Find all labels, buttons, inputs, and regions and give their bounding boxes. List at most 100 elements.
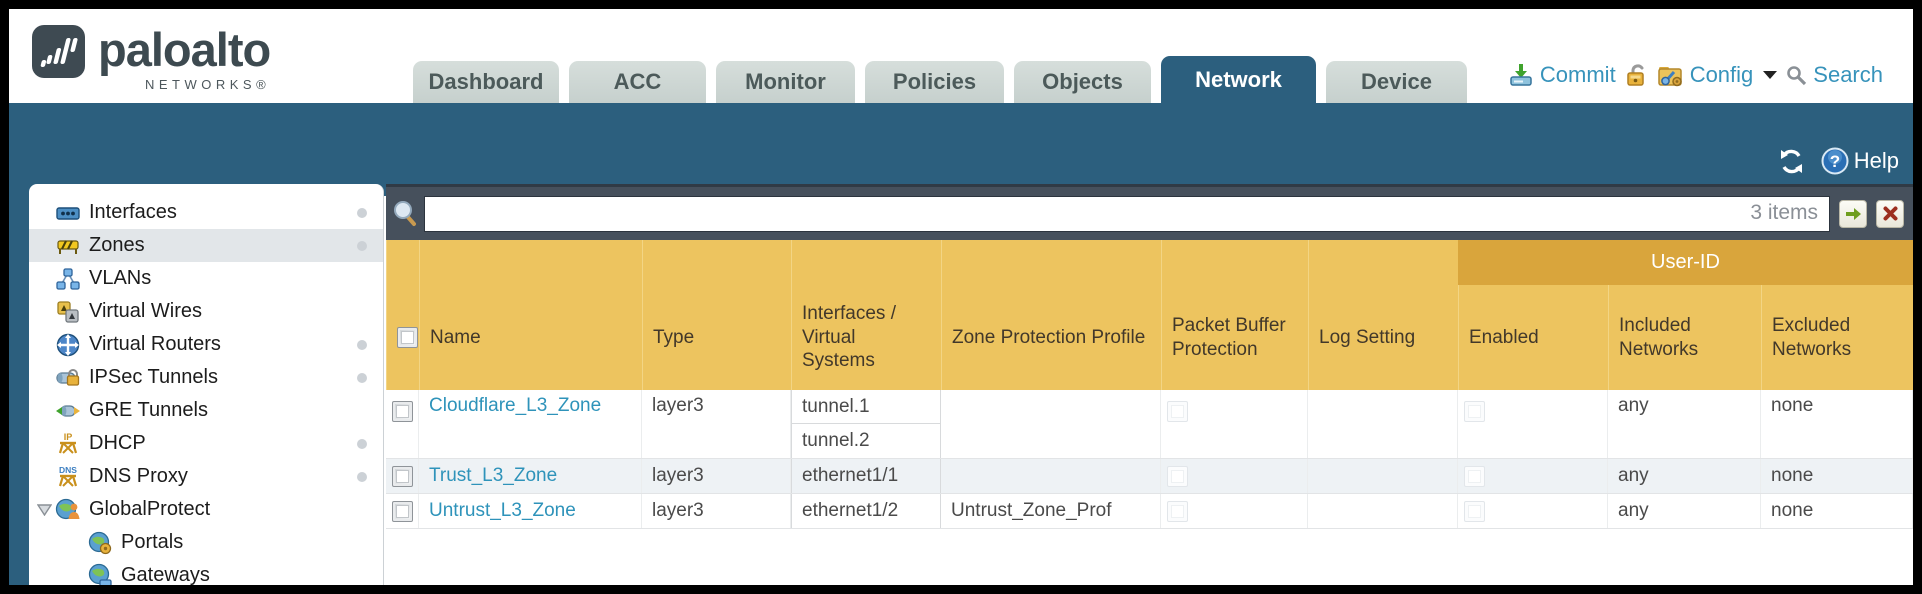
- zones-table-body: Cloudflare_L3_Zone layer3 tunnel.1 tunne…: [386, 390, 1913, 529]
- sidebar-item-gateways[interactable]: Gateways: [29, 559, 383, 585]
- column-header-included-networks[interactable]: Included Networks: [1608, 240, 1761, 390]
- sidebar-item-gre-tunnels[interactable]: GRE Tunnels: [29, 394, 383, 427]
- tab-acc[interactable]: ACC: [569, 61, 706, 103]
- zone-type-cell: layer3: [642, 459, 791, 493]
- tab-dashboard[interactable]: Dashboard: [413, 61, 559, 103]
- included-networks-cell: any: [1608, 494, 1761, 528]
- zone-interfaces-cell: ethernet1/2: [791, 494, 941, 528]
- status-dot: [357, 207, 367, 218]
- select-all-checkbox[interactable]: [397, 327, 418, 348]
- user-id-group-header: User-ID: [1458, 240, 1913, 285]
- excluded-networks-cell: none: [1761, 494, 1913, 528]
- user-id-enabled-checkbox[interactable]: [1464, 465, 1485, 487]
- vlans-icon: [56, 267, 80, 290]
- column-header-excluded-networks[interactable]: Excluded Networks: [1761, 240, 1913, 390]
- apply-filter-button[interactable]: [1839, 199, 1867, 228]
- filter-input[interactable]: [424, 195, 1830, 232]
- tab-network[interactable]: Network: [1161, 56, 1316, 103]
- excluded-networks-cell: none: [1761, 459, 1913, 493]
- select-all-cell: [386, 240, 419, 390]
- user-id-enabled-cell: [1458, 494, 1608, 528]
- log-setting-cell: [1308, 390, 1458, 458]
- row-checkbox[interactable]: [391, 401, 413, 422]
- sidebar-item-globalprotect[interactable]: GlobalProtect: [29, 493, 383, 526]
- refresh-icon[interactable]: [1778, 148, 1805, 175]
- interface-item: ethernet1/1: [802, 465, 899, 486]
- sidebar-item-zones[interactable]: Zones: [29, 229, 383, 262]
- status-dot: [357, 339, 367, 350]
- tab-policies[interactable]: Policies: [865, 61, 1004, 103]
- globalprotect-icon: [55, 498, 80, 519]
- clear-filter-button[interactable]: [1876, 199, 1904, 228]
- row-checkbox[interactable]: [391, 465, 413, 487]
- gateways-icon: [88, 563, 112, 585]
- zone-interfaces-cell: tunnel.1 tunnel.2: [791, 390, 941, 458]
- dns-proxy-icon: DNS: [58, 465, 77, 487]
- search-button[interactable]: Search: [1786, 62, 1883, 88]
- tab-objects[interactable]: Objects: [1014, 61, 1151, 103]
- sidebar-item-ipsec-tunnels[interactable]: IPSec Tunnels: [29, 361, 383, 394]
- expander-icon[interactable]: [33, 503, 55, 516]
- zone-name-link[interactable]: Cloudflare_L3_Zone: [429, 395, 602, 416]
- zone-protection-profile-cell: [941, 459, 1161, 493]
- lock-icon[interactable]: [1625, 62, 1648, 88]
- green-arrow-icon: [1845, 207, 1861, 220]
- user-id-enabled-cell: [1458, 459, 1608, 493]
- search-icon: [1787, 65, 1807, 85]
- network-sidebar: Interfaces Zones: [29, 184, 384, 585]
- sidebar-item-interfaces[interactable]: Interfaces: [29, 196, 383, 229]
- zone-name-link[interactable]: Trust_L3_Zone: [429, 465, 558, 486]
- content-area: Interfaces Zones: [9, 184, 1913, 585]
- packet-buffer-checkbox[interactable]: [1167, 401, 1188, 422]
- packet-buffer-checkbox[interactable]: [1167, 465, 1188, 487]
- column-header-name[interactable]: Name: [419, 240, 642, 390]
- header-actions: Commit Config: [1508, 62, 1883, 88]
- column-header-packet-buffer-protection[interactable]: Packet Buffer Protection: [1161, 240, 1308, 390]
- ipsec-tunnels-icon: [56, 368, 80, 386]
- paloalto-logo-icon: [32, 25, 85, 78]
- brand-subtitle: NETWORKS®: [144, 77, 271, 92]
- row-select-cell: [386, 459, 419, 493]
- included-networks-cell: any: [1608, 390, 1761, 458]
- packet-buffer-checkbox[interactable]: [1167, 500, 1188, 522]
- column-header-type[interactable]: Type: [642, 240, 791, 390]
- commit-label: Commit: [1539, 62, 1616, 87]
- zone-type-cell: layer3: [642, 390, 791, 458]
- zone-protection-profile-cell: [941, 390, 1161, 458]
- gre-tunnels-icon: [56, 404, 80, 417]
- user-id-enabled-checkbox[interactable]: [1464, 401, 1485, 422]
- help-button[interactable]: ? Help: [1821, 147, 1899, 175]
- sidebar-item-virtual-routers[interactable]: Virtual Routers: [29, 328, 383, 361]
- column-header-enabled[interactable]: Enabled: [1458, 240, 1608, 390]
- sidebar-item-vlans[interactable]: VLANs: [29, 262, 383, 295]
- left-gutter: [9, 184, 29, 585]
- user-id-enabled-checkbox[interactable]: [1464, 500, 1485, 522]
- commit-button[interactable]: Commit: [1508, 62, 1616, 88]
- row-select-cell: [386, 494, 419, 528]
- column-header-log-setting[interactable]: Log Setting: [1308, 240, 1458, 390]
- commit-icon: [1510, 64, 1532, 86]
- config-icon: [1657, 66, 1682, 86]
- zone-name-link[interactable]: Untrust_L3_Zone: [429, 500, 576, 521]
- virtual-wires-icon: [57, 300, 79, 323]
- column-header-interfaces[interactable]: Interfaces / Virtual Systems: [791, 240, 941, 390]
- sidebar-item-dns-proxy[interactable]: DNS DNS Proxy: [29, 460, 383, 493]
- status-dot: [357, 471, 367, 482]
- sidebar-item-portals[interactable]: Portals: [29, 526, 383, 559]
- table-row: Untrust_L3_Zone layer3 ethernet1/2 Untru…: [386, 494, 1913, 529]
- zones-table-header: User-ID Name Type Interfaces / Virtual S…: [386, 240, 1913, 390]
- packet-buffer-cell: [1161, 494, 1308, 528]
- column-header-zone-protection-profile[interactable]: Zone Protection Profile: [941, 240, 1161, 390]
- filter-bar: 3 items: [386, 184, 1913, 240]
- tab-device[interactable]: Device: [1326, 61, 1467, 103]
- svg-text:DNS: DNS: [59, 465, 77, 475]
- zone-type-cell: layer3: [642, 494, 791, 528]
- tab-monitor[interactable]: Monitor: [716, 61, 855, 103]
- user-id-enabled-cell: [1458, 390, 1608, 458]
- sidebar-item-dhcp[interactable]: IP DHCP: [29, 427, 383, 460]
- sidebar-item-virtual-wires[interactable]: Virtual Wires: [29, 295, 383, 328]
- brand-name: paloalto: [98, 23, 271, 76]
- config-menu[interactable]: Config: [1657, 62, 1778, 88]
- row-checkbox[interactable]: [391, 500, 413, 522]
